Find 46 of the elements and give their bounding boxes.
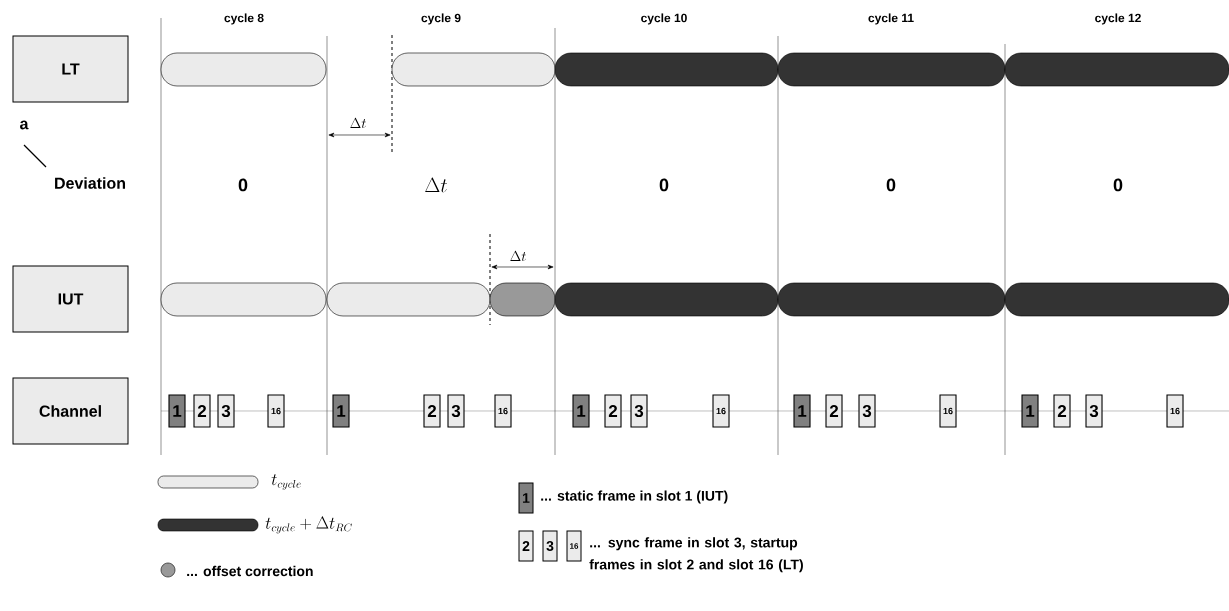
frame-box: 1 [1021, 394, 1039, 428]
frame-box: 3 [630, 394, 648, 428]
frame-box: 16 [1166, 394, 1184, 428]
legend-label: ... static frame in slot 1 (IUT) [541, 490, 728, 504]
dimension-label: $\Delta t$ [350, 117, 366, 129]
frame-box: 2 [825, 394, 843, 428]
legend-label: $t_{cycle}$ [271, 474, 301, 490]
frame-box: 1 [332, 394, 350, 428]
legend-frame-sample: 2 [518, 530, 534, 562]
letter-label: a [20, 120, 29, 130]
frame-box: 16 [712, 394, 730, 428]
deviation-value: $\Delta t$ [425, 177, 448, 193]
frame-box: 3 [217, 394, 235, 428]
legend-frame-sample: 16 [566, 530, 582, 562]
cycle-label: cycle 10 [641, 13, 687, 25]
frame-box: 3 [1085, 394, 1103, 428]
frame-box: 16 [267, 394, 285, 428]
row-label: Deviation [55, 177, 125, 189]
frame-box: 2 [1053, 394, 1071, 428]
frame-box: 2 [604, 394, 622, 428]
frame-box: 16 [494, 394, 512, 428]
dimension-label: $\Delta t$ [510, 250, 526, 262]
frame-box: 1 [793, 394, 811, 428]
deviation-value: 0 [238, 178, 248, 192]
frame-box: 2 [423, 394, 441, 428]
frame-box: 3 [858, 394, 876, 428]
frame-box: 2 [193, 394, 211, 428]
legend-label: ... offset correction [187, 565, 313, 577]
legend-label: ... sync frame in slot 3, startup frames in slot 2 and slot 16 (LT) [589, 537, 803, 573]
legend-label: $t_{cycle} + \Delta t_{RC}$ [265, 516, 352, 534]
deviation-value: 0 [659, 178, 669, 192]
frame-box: 3 [447, 394, 465, 428]
frame-box: 16 [939, 394, 957, 428]
cycle-label: cycle 12 [1095, 13, 1141, 25]
deviation-value: 0 [886, 178, 896, 192]
legend-frame-sample: 1 [518, 482, 534, 514]
deviation-value: 0 [1113, 178, 1123, 192]
frame-box: 1 [572, 394, 590, 428]
legend-frame-sample: 3 [542, 530, 558, 562]
row-label-box: IUT [12, 265, 129, 333]
cycle-label: cycle 11 [868, 13, 914, 25]
cycle-label: cycle 9 [421, 13, 461, 25]
row-label-box: LT [12, 35, 129, 103]
frame-box: 1 [168, 394, 186, 428]
cycle-label: cycle 8 [224, 13, 264, 25]
row-label-box: Channel [12, 377, 129, 445]
